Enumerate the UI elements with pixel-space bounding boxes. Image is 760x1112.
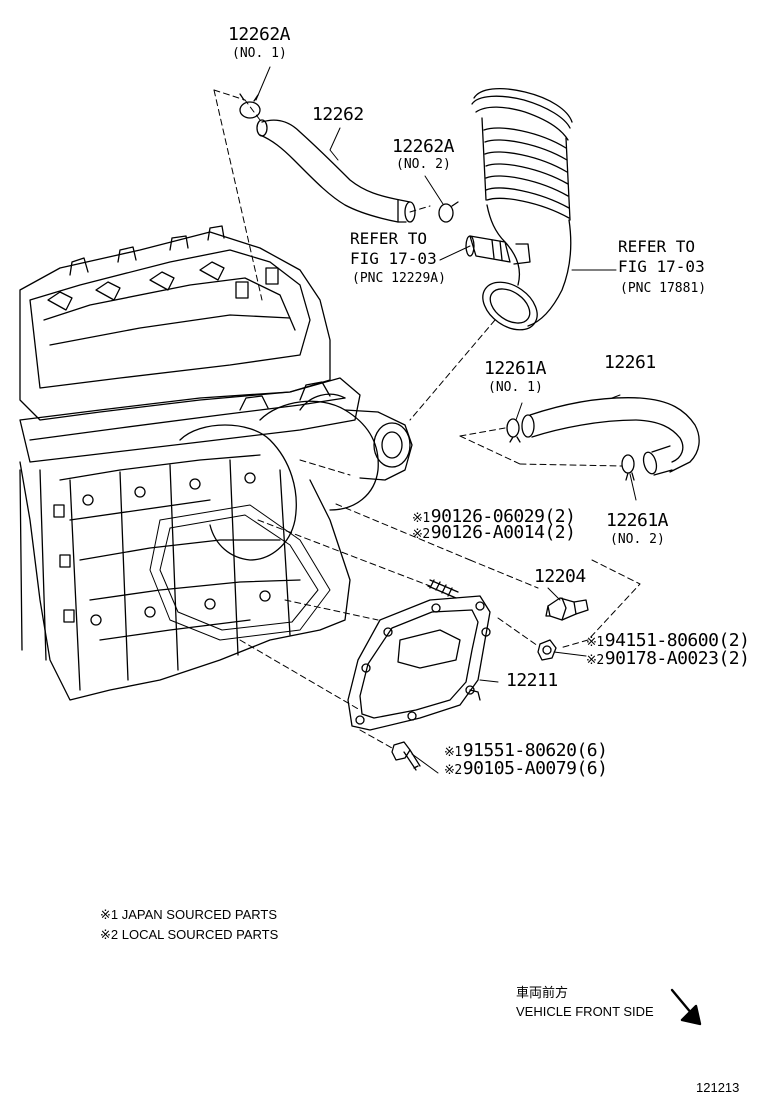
vehicle-front-arrow-icon xyxy=(670,988,702,1026)
sensor-12204 xyxy=(545,597,589,621)
label-12261a-no2: 12261A xyxy=(606,510,669,531)
label-12262a-no1: 12262A xyxy=(228,24,291,45)
clamp-12261a-no1 xyxy=(506,418,521,443)
bolt xyxy=(391,741,421,771)
cover-plate-12211 xyxy=(347,595,491,731)
leader-lines xyxy=(255,66,637,774)
refer-right-line1: REFER TO xyxy=(618,237,696,256)
hose-12261 xyxy=(521,397,700,476)
refer-left-line1: REFER TO xyxy=(350,229,428,248)
nut xyxy=(537,639,557,661)
label-stud-japan: ※190126-06029(2) xyxy=(412,506,576,527)
stud-part-number-1: 90126-06029(2) xyxy=(430,506,576,527)
refer-right-line3: (PNC 17881) xyxy=(620,281,707,296)
label-12261a-no2-sub: (NO. 2) xyxy=(610,532,665,547)
local-mark: ※2 xyxy=(444,763,462,778)
label-12211: 12211 xyxy=(506,670,558,691)
local-mark: ※2 xyxy=(586,653,604,668)
stud-part-number-2: 90126-A0014(2) xyxy=(430,522,576,543)
clamp-12262a-no2 xyxy=(438,201,459,223)
note-local-sourced: ※2 LOCAL SOURCED PARTS xyxy=(100,927,279,942)
japan-mark: ※1 xyxy=(412,511,430,526)
label-12261a-no1: 12261A xyxy=(484,358,547,379)
figure-number: 121213 xyxy=(696,1080,740,1095)
air-intake-hose xyxy=(465,87,573,331)
label-12204: 12204 xyxy=(534,566,586,587)
local-mark: ※2 xyxy=(412,527,430,542)
bolt-part-number-2: 90105-A0079(6) xyxy=(462,758,608,779)
label-bolt-local: ※290105-A0079(6) xyxy=(444,758,608,779)
label-12261a-no1-sub: (NO. 1) xyxy=(488,380,543,395)
label-nut-local: ※290178-A0023(2) xyxy=(586,648,750,669)
vehicle-front-en: VEHICLE FRONT SIDE xyxy=(516,1004,654,1019)
clamp-12261a-no2 xyxy=(621,454,635,481)
label-nut-japan: ※194151-80600(2) xyxy=(586,630,750,651)
refer-right-line2: FIG 17-03 xyxy=(618,257,705,276)
label-12262a-no1-sub: (NO. 1) xyxy=(232,46,287,61)
nut-part-number-2: 90178-A0023(2) xyxy=(604,648,750,669)
label-12262a-no2: 12262A xyxy=(392,136,455,157)
nut-part-number-1: 94151-80600(2) xyxy=(604,630,750,651)
vehicle-front-jp: 車両前方 xyxy=(516,985,569,1000)
stud xyxy=(427,579,459,599)
note-japan-sourced: ※1 JAPAN SOURCED PARTS xyxy=(100,907,278,922)
label-bolt-japan: ※191551-80620(6) xyxy=(444,740,608,761)
refer-left-line3: (PNC 12229A) xyxy=(352,271,446,286)
label-12262a-no2-sub: (NO. 2) xyxy=(396,157,451,172)
hose-12262 xyxy=(256,119,416,223)
label-12262: 12262 xyxy=(312,104,364,125)
label-stud-local: ※290126-A0014(2) xyxy=(412,522,576,543)
refer-left-line2: FIG 17-03 xyxy=(350,249,437,268)
japan-mark: ※1 xyxy=(444,745,462,760)
bolt-part-number-1: 91551-80620(6) xyxy=(462,740,608,761)
assembly-guide-lines xyxy=(213,89,641,749)
engine-assembly xyxy=(19,225,413,701)
japan-mark: ※1 xyxy=(586,635,604,650)
label-12261: 12261 xyxy=(604,352,656,373)
